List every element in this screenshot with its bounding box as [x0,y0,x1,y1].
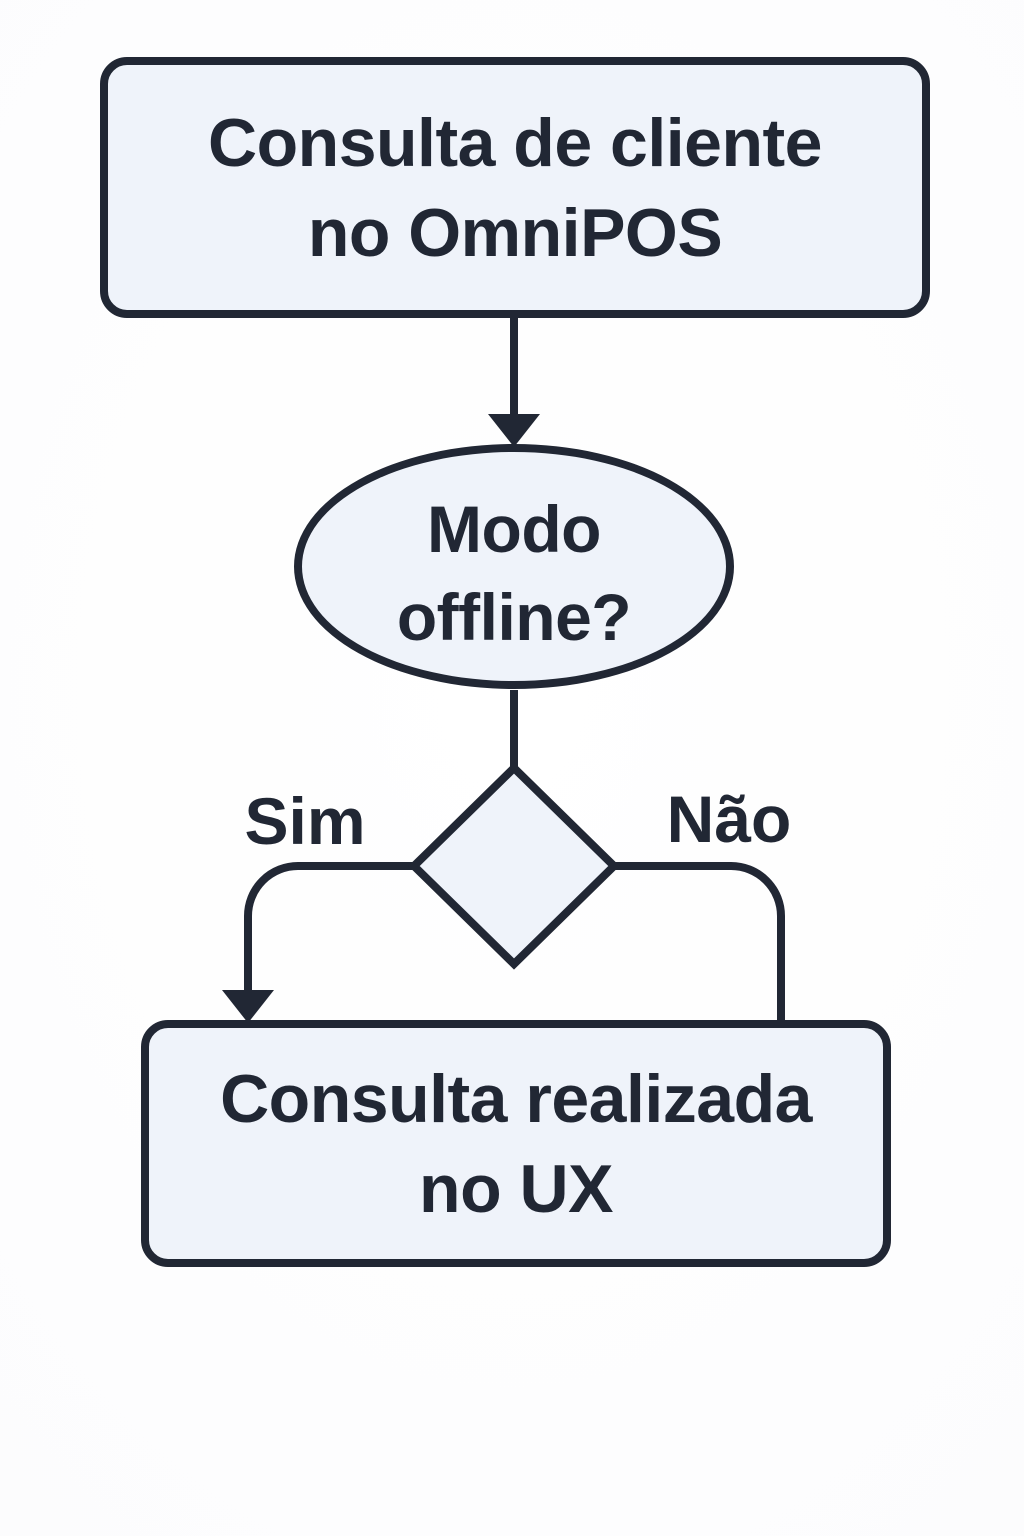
end-node-label-line2: no UX [419,1150,613,1227]
edge-yes-branch [244,862,414,996]
decision-node: Modo offline? [294,444,734,689]
start-node-label-line1: Consulta de cliente [208,104,822,181]
arrowhead-down-icon [222,990,274,1023]
start-node: Consulta de cliente no OmniPOS [100,57,930,318]
arrowhead-down-icon [488,414,540,447]
decision-node-label-line1: Modo [427,491,601,566]
branch-label-yes: Sim [244,784,366,858]
start-node-label-line2: no OmniPOS [307,194,723,271]
end-node-label-line1: Consulta realizada [220,1060,812,1137]
end-node: Consulta realizada no UX [141,1020,891,1267]
edge-no-branch [614,862,785,1024]
branch-label-no: Não [666,782,792,856]
decision-diamond-shape [408,762,620,970]
decision-node-label-line2: offline? [396,579,632,654]
